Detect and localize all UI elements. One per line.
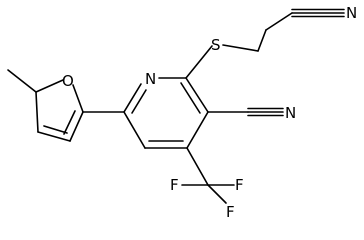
ring-bond-c6-n-inner	[131, 89, 147, 114]
ring-bond-c6-n	[123, 83, 142, 113]
furan-bond-c4-c3-inner	[43, 125, 68, 134]
molecule-canvas: N S N N O F F F	[7, 4, 357, 221]
furan-bond-c5-c4	[35, 91, 39, 133]
chain-bond-c2-c1	[257, 29, 267, 52]
furan-bond-c3-c2-inner	[63, 110, 76, 135]
furan-bond-c3-c2	[69, 111, 84, 142]
ring-bond-c3-c4	[186, 111, 209, 149]
atom-label-n-cyano-chain: N	[346, 4, 357, 22]
s-ring-bond	[185, 45, 213, 79]
furan-bond-c2-o	[72, 84, 84, 113]
chain-bond-c1-s	[222, 44, 259, 52]
atom-label-n-cyano-ring: N	[285, 104, 296, 122]
atom-label-f-right: F	[235, 176, 244, 194]
chemical-structure-drawing: N S N N O F F F	[7, 4, 357, 221]
chain-bond-c3-c2	[265, 12, 293, 31]
ring-nitrile-triple-bond	[247, 107, 284, 117]
atom-label-s: S	[211, 36, 221, 54]
cf3-bond-f-bottom	[207, 184, 227, 204]
atom-label-o-furan: O	[62, 72, 74, 90]
furan-bond-c4-c3	[37, 131, 71, 142]
atom-label-n-pyridine: N	[145, 70, 156, 88]
cf3-link	[186, 147, 209, 186]
chain-nitrile-triple-bond	[291, 8, 345, 18]
ring-bond-c2-c3	[185, 77, 209, 113]
ring-bond-c5-c6	[123, 111, 146, 149]
atom-label-f-left: F	[170, 176, 179, 194]
furan-bond-o-c5	[35, 79, 64, 93]
ring-bond-c2-c3-inner	[180, 82, 201, 114]
furan-methyl-bond	[7, 69, 37, 93]
atom-label-f-bottom: F	[226, 203, 235, 221]
